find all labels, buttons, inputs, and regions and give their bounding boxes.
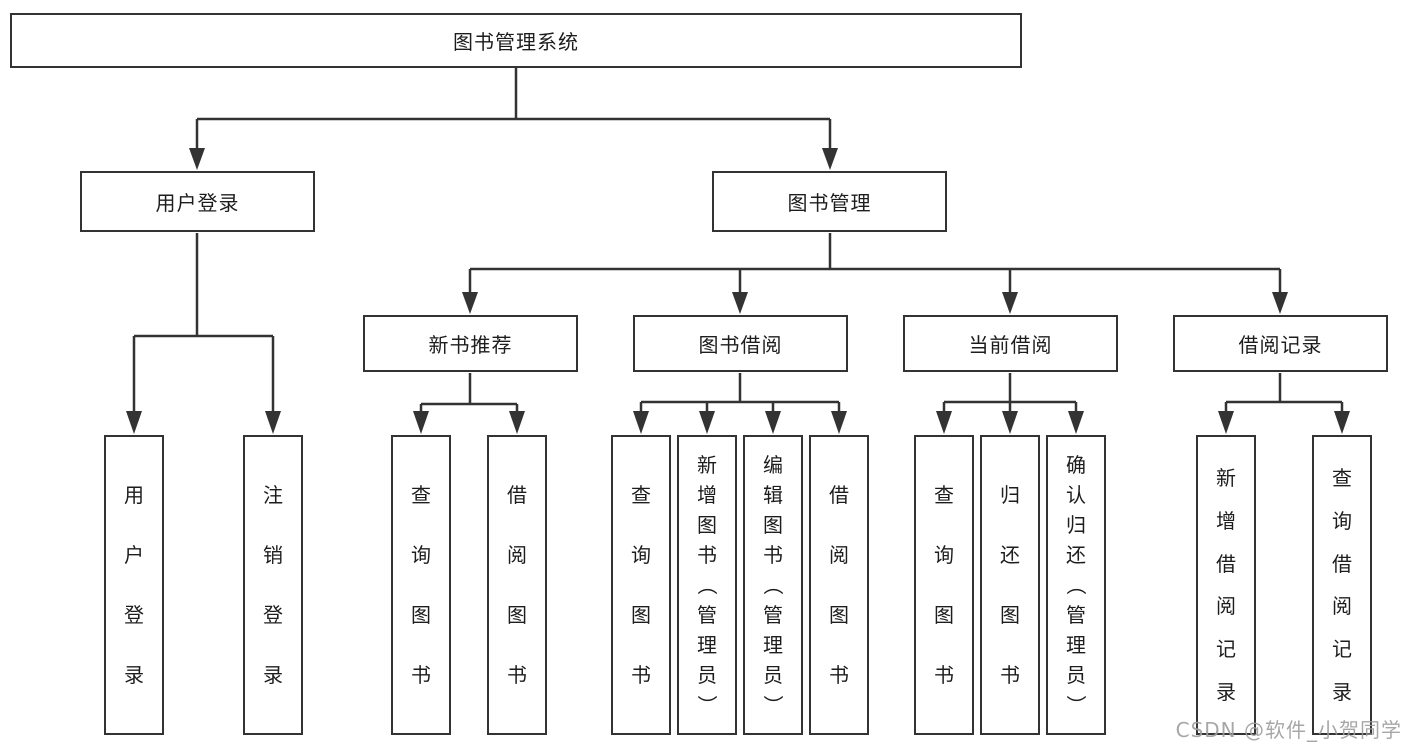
leaf-query-books-recommend: 查询图书 [391,435,451,735]
leaf-logout: 注销登录 [243,435,303,735]
leaf-confirm-return-admin: 确认归还（管理员） [1046,435,1106,735]
connector-borrow-records-children [1224,373,1344,414]
leaf-query-books-current: 查询图书 [914,435,974,735]
arrowheads [126,148,1350,434]
leaf-query-books-borrow: 查询图书 [611,435,671,735]
node-library-management-system: 图书管理系统 [10,13,1022,68]
node-book-management: 图书管理 [712,171,947,232]
leaf-add-borrow-record: 新增借阅记录 [1196,435,1256,735]
leaf-borrow-books-recommend: 借阅图书 [487,435,547,735]
leaf-add-book-admin: 新增图书（管理员） [677,435,737,735]
node-new-book-recommend: 新书推荐 [363,315,578,372]
node-borrow-records: 借阅记录 [1173,315,1388,372]
connector-user-login-children [132,233,275,413]
leaf-borrow-books: 借阅图书 [809,435,869,735]
connector-book-borrow-children [639,373,841,414]
node-book-borrow: 图书借阅 [633,315,848,372]
leaf-edit-book-admin: 编辑图书（管理员） [743,435,803,735]
node-user-login: 用户登录 [80,171,315,232]
connector-new-book-recommend-children [419,373,519,414]
connector-book-management-children [468,233,1282,296]
node-current-borrow: 当前借阅 [903,315,1118,372]
connector-current-borrow-children [942,373,1078,414]
leaf-user-login: 用户登录 [104,435,164,735]
connector-root-to-level2 [195,68,832,151]
watermark: CSDN @软件_小贺同学 [1175,718,1402,742]
leaf-query-borrow-record: 查询借阅记录 [1312,435,1372,735]
leaf-return-book: 归还图书 [980,435,1040,735]
